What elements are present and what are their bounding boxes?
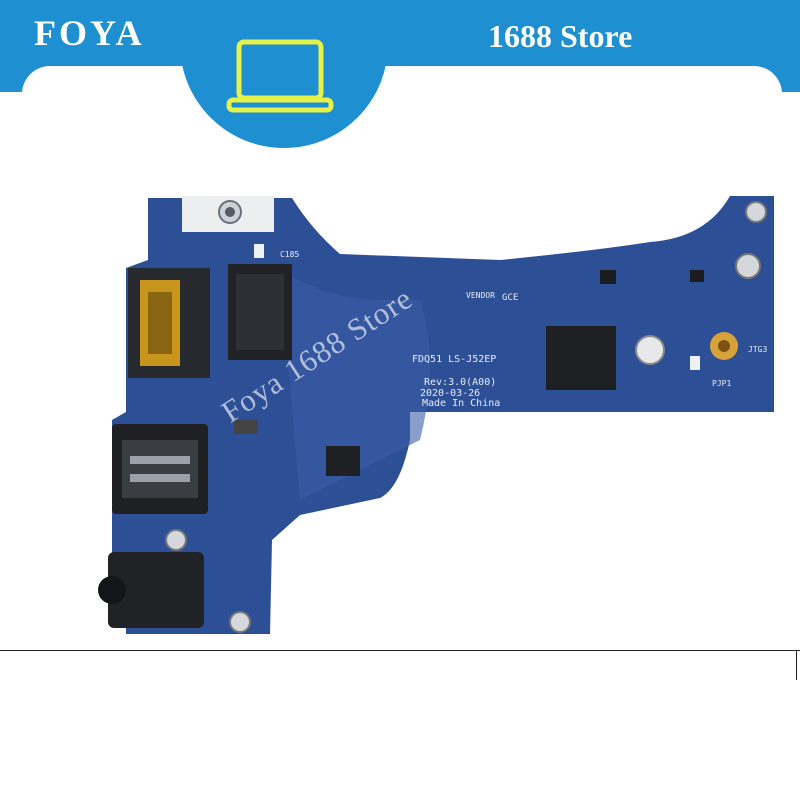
divider-line	[0, 650, 800, 651]
jtg-label: JTG3	[748, 345, 767, 354]
c-label: C185	[280, 250, 299, 259]
small-chip	[326, 446, 360, 476]
screw-hole	[165, 529, 187, 551]
screw-hole	[735, 253, 761, 279]
model-label: FDQ51 LS-J52EP	[412, 354, 496, 365]
audio-jack	[108, 552, 204, 628]
divider-tick	[796, 650, 797, 680]
origin-label: Made In China	[422, 398, 500, 409]
controller-chip	[546, 326, 616, 390]
revision-label: Rev:3.0(A00)	[424, 377, 496, 388]
pcb-outline	[112, 196, 774, 634]
vendor-label: VENDOR	[466, 291, 495, 300]
trace-region	[280, 270, 430, 500]
screw-hole	[635, 335, 665, 365]
laptop-icon	[226, 39, 334, 113]
brand-name: FOYA	[34, 13, 145, 53]
date-label: 2020-03-26	[420, 388, 480, 399]
gce-label: GCE	[502, 293, 518, 303]
pjp-label: PJP1	[712, 379, 731, 388]
store-name: 1688 Store	[488, 18, 633, 54]
screw-hole	[745, 201, 767, 223]
screw-hole	[229, 611, 251, 633]
